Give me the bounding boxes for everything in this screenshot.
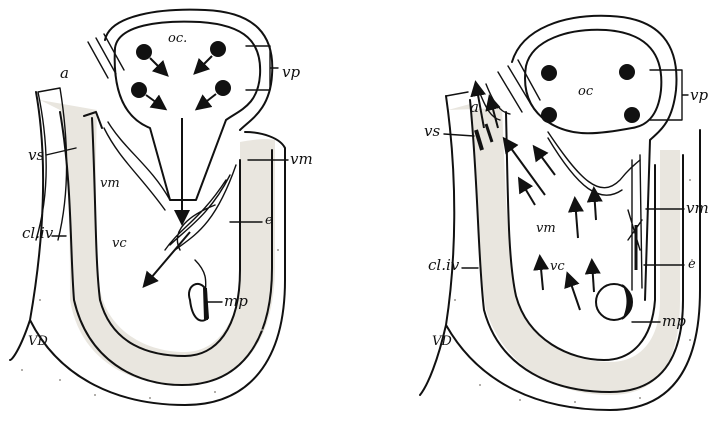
left-label-cliv: cl.iv — [22, 224, 54, 242]
right-oc-chamber-outer — [512, 16, 676, 300]
right-arrow — [540, 258, 543, 290]
right-vessel-top — [498, 60, 540, 112]
right-arrow — [568, 275, 580, 310]
left-dot — [131, 82, 147, 98]
left-arrow — [198, 94, 216, 108]
right-dot — [619, 64, 635, 80]
left-label-vc: vc — [112, 236, 127, 251]
left-diagram: oc. vp a vs vm vm cl.iv vc e mp VD — [10, 10, 313, 405]
right-label-a: a — [470, 98, 479, 116]
left-mp-dark — [205, 288, 206, 320]
left-arrow — [150, 58, 166, 74]
left-label-vs: vs — [28, 146, 44, 164]
right-label-vp: vp — [690, 86, 708, 104]
right-arrow — [520, 180, 535, 205]
right-arrow — [575, 200, 578, 238]
right-dot — [624, 107, 640, 123]
left-oc-chamber-outer — [105, 10, 272, 130]
right-dot — [541, 65, 557, 81]
left-arrow — [146, 95, 164, 108]
right-label-oc: oc — [578, 84, 594, 99]
right-arrow — [592, 262, 594, 292]
left-dot — [210, 41, 226, 57]
left-vp-bracket — [246, 46, 278, 90]
left-label-e: e — [265, 213, 273, 228]
left-arrow — [196, 56, 212, 72]
right-label-vm-outer: vm — [686, 199, 709, 217]
left-label-vm-outer: vm — [290, 150, 313, 168]
right-vs-leader — [444, 134, 474, 136]
right-diagram: oc vp a vs vm vm cl.iv vc e mp VD — [420, 16, 709, 410]
right-label-cliv: cl.iv — [428, 256, 460, 274]
right-label-vd: VD — [432, 334, 452, 349]
left-label-a: a — [60, 64, 69, 82]
left-dot — [136, 44, 152, 60]
left-label-mp: mp — [224, 292, 248, 310]
left-dot — [215, 80, 231, 96]
right-arrow — [535, 148, 555, 175]
right-dot — [541, 107, 557, 123]
right-label-vs: vs — [424, 122, 440, 140]
right-vm-membrane — [548, 132, 640, 195]
right-label-vc: vc — [550, 259, 565, 274]
right-mp-dark — [622, 284, 632, 320]
right-label-mp: mp — [662, 312, 686, 330]
left-label-vd: VD — [28, 334, 48, 349]
right-arrow — [594, 190, 596, 220]
left-label-oc: oc. — [168, 31, 187, 46]
left-label-vm-inner: vm — [100, 176, 120, 191]
right-label-vm-inner: vm — [536, 221, 556, 236]
left-arrow — [145, 232, 190, 285]
left-label-vp: vp — [282, 63, 300, 81]
